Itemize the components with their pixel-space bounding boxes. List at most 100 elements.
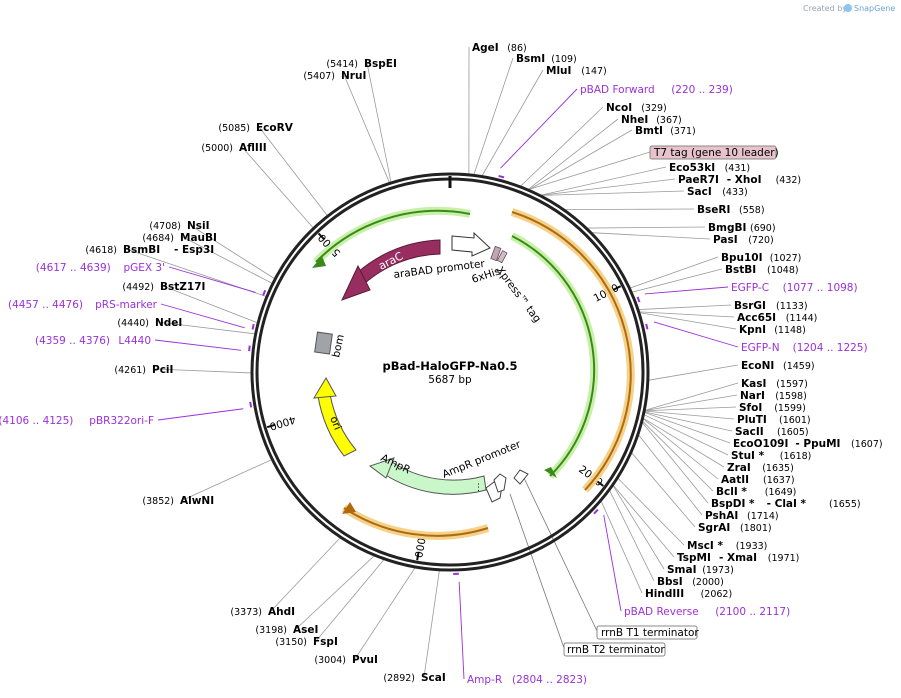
site-sgrai[interactable]: SgrAI(1801) [698,522,772,534]
primer-range: (1204 .. 1225) [793,342,868,354]
site-nsii[interactable]: NsiI(4708) [149,220,209,232]
site-econi[interactable]: EcoNI(1459) [741,360,815,372]
tick-2000 [596,480,604,487]
site-pcii[interactable]: PciI(4261) [114,364,173,376]
site-tspmi[interactable]: TspMI- XmaI(1971) [677,552,799,564]
primer-pgex-3-[interactable]: pGEX 3'(4617 .. 4639) [36,262,165,274]
site-ndei[interactable]: NdeI(4440) [117,317,182,329]
site-bmgbi[interactable]: BmgBI(690) [708,222,776,234]
site-bspdi[interactable]: BspDI *- ClaI *(1655) [711,498,861,510]
site-kasi[interactable]: KasI(1597) [741,378,808,390]
site-paer7i[interactable]: PaeR7I- XhoI(432) [678,174,801,186]
site-kpni[interactable]: KpnI(1148) [739,324,806,336]
credit-prefix: Created by [803,4,847,13]
site-leader [638,304,732,310]
araBAD-promoter-feature[interactable] [451,231,491,257]
site-ecoo109i[interactable]: EcoO109I- PpuMI(1607) [733,438,883,450]
site-hindiii[interactable]: HindIII(2062) [645,588,732,600]
site-bsmbi[interactable]: BsmBI(4618)- Esp3I [85,244,214,256]
site-msci[interactable]: MscI *(1933) [687,540,767,552]
site-pluti[interactable]: PluTI(1601) [737,414,811,426]
primer-range: (1077 .. 1098) [783,282,858,294]
site-bsmi[interactable]: BsmI (109) [516,53,577,65]
site-mlui[interactable]: MluI(147) [546,65,607,77]
orf-green-right[interactable] [510,232,599,479]
site-bmti[interactable]: BmtI(371) [635,125,696,137]
site-aatii[interactable]: AatII(1637) [721,474,795,486]
site-name: BsmI [516,53,545,65]
bom-feature[interactable] [314,331,333,355]
primer-pbad-reverse[interactable]: pBAD Reverse(2100 .. 2117) [624,606,790,618]
site-nhei[interactable]: NheI(367) [621,114,682,126]
site-leader [343,74,390,183]
site-pos: (1607) [851,439,883,450]
site-bstz17i[interactable]: BstZ17I(4492) [122,281,205,293]
site-nrui[interactable]: NruI(5407) [303,70,366,82]
site-bcli[interactable]: BclI *(1649) [716,486,796,498]
primer-mark [248,345,251,352]
primer-leader [157,408,244,421]
rrnB-T1-terminator-box[interactable]: rrnB T1 terminator [596,625,699,640]
primer-pbad-forward[interactable]: pBAD Forward(220 .. 239) [580,84,733,96]
site-afliii[interactable]: AflIII(5000) [201,142,266,154]
site-zrai[interactable]: ZraI(1635) [727,462,794,474]
site-ahdi[interactable]: AhdI(3373) [230,606,295,618]
primer-name: L4440 [118,335,151,347]
site-pasi[interactable]: PasI(720) [713,234,774,246]
site-leader [423,570,440,678]
site-leader [565,208,695,211]
site-agei[interactable]: AgeI(86) [472,42,527,54]
xpress-tag-feature[interactable] [496,250,508,264]
site-eco53ki[interactable]: Eco53kI(431) [669,162,750,174]
site-scai[interactable]: ScaI(2892) [383,672,445,684]
site-smai[interactable]: SmaI(1973) [667,564,734,576]
site-bpu10i[interactable]: Bpu10I(1027) [721,252,801,264]
site-sacii[interactable]: SacII(1605) [735,426,809,438]
primer-prs-marker[interactable]: pRS-marker(4457 .. 4476) [8,299,158,311]
site-asei[interactable]: AseI(3198) [255,624,318,636]
t7-tag-box[interactable]: T7 tag (gene 10 leader) [649,145,779,160]
site-stui[interactable]: StuI *(1618) [731,450,811,462]
site-bseri[interactable]: BseRI(558) [697,204,765,216]
site-pos: (109) [551,54,577,65]
primer-name: Amp-R [467,674,502,686]
ori-feature[interactable] [317,393,357,457]
site-bstbi[interactable]: BstBI(1048) [725,264,799,276]
site-saci[interactable]: SacI(433) [687,186,748,198]
site-fspi[interactable]: FspI(3150) [275,636,337,648]
orf-orange-bottom[interactable] [341,504,490,540]
site-name: AatII [721,474,749,486]
rrnB-T1-terminator-feature[interactable] [513,469,529,485]
primer-amp-r[interactable]: Amp-R(2804 .. 2823) [467,674,587,686]
his-tag-feature[interactable] [490,245,502,262]
site-bbsi[interactable]: BbsI(2000) [657,576,724,588]
site-name: MauBI [180,232,217,244]
site-name: HindIII [645,588,684,600]
site-bsrgi[interactable]: BsrGI(1133) [734,300,808,312]
snapgene-logo-icon [844,4,852,12]
site-bspei[interactable]: BspEI(5414) [326,58,396,70]
plasmid-name: pBad-HaloGFP-Na0.5 [382,359,517,373]
site-maubi[interactable]: MauBI(4684) [142,232,217,244]
site-acc65i[interactable]: Acc65I(1144) [737,312,817,324]
primer-pbr322ori-f[interactable]: pBR322ori-F(4106 .. 4125) [0,415,154,427]
site-pvui[interactable]: PvuI(3004) [314,654,378,666]
site-pos: (433) [722,187,748,198]
primer-egfp-c[interactable]: EGFP-C(1077 .. 1098) [731,282,858,294]
site-pos: (690) [750,223,776,234]
rrnB-T2-terminator-box[interactable]: rrnB T2 terminator [563,642,666,657]
backbone-outer-strand [250,172,650,572]
site-nari[interactable]: NarI(1598) [740,390,807,402]
primer-egfp-n[interactable]: EGFP-N(1204 .. 1225) [741,342,868,354]
site-sfoi[interactable]: SfoI(1599) [739,402,806,414]
site-pshai[interactable]: PshAI(1714) [705,510,779,522]
site-pos: (4492) [122,282,154,293]
site-ecorv[interactable]: EcoRV(5085) [218,122,293,134]
site-ncoi[interactable]: NcoI(329) [606,102,667,114]
site-pos: (1598) [775,391,807,402]
site-pos: (1601) [779,415,811,426]
site-alwni[interactable]: AlwNI(3852) [142,495,214,507]
site-leader [643,418,725,468]
site-name: TspMI [677,552,711,564]
primer-l4440[interactable]: L4440(4359 .. 4376) [35,335,151,347]
